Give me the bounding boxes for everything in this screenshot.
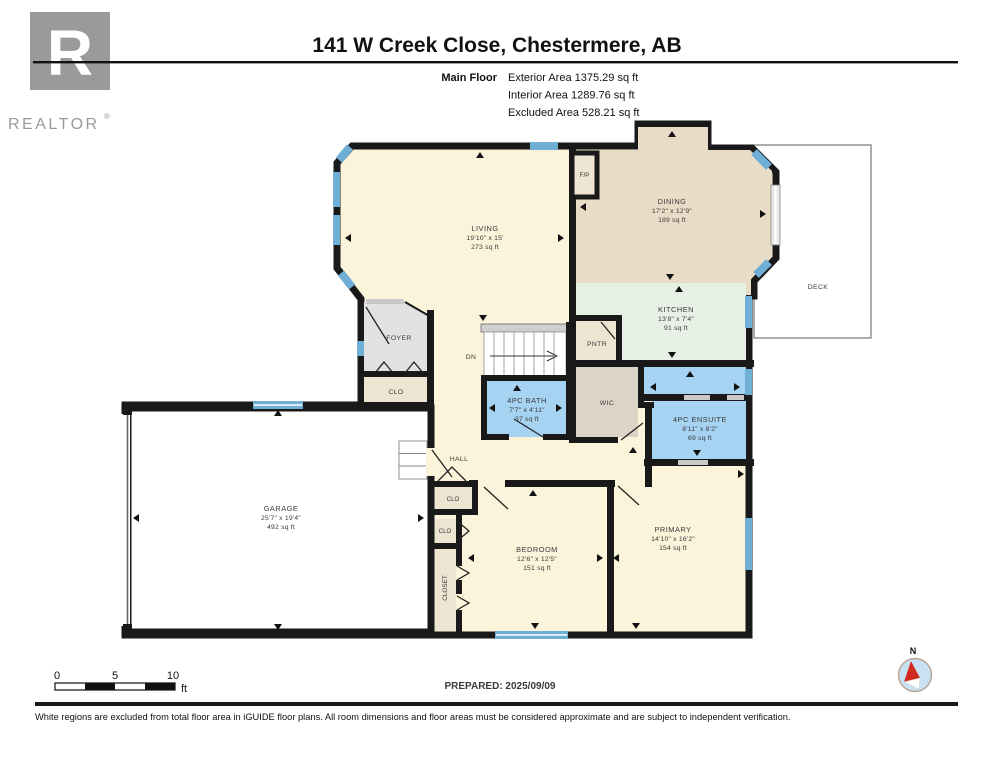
room-labels: LIVING 19'10" x 15' 273 sq ft DINING 17'… — [261, 197, 727, 601]
clo-foyer-label: CLO — [388, 389, 403, 396]
ensuite-fill — [652, 401, 746, 459]
svg-text:154 sq ft: 154 sq ft — [659, 545, 687, 552]
garage — [120, 404, 435, 636]
pntr-label: PNTR — [587, 341, 607, 348]
svg-text:492 sq ft: 492 sq ft — [267, 524, 295, 531]
clo-small-fill — [434, 519, 456, 543]
scale-tick-10: 10 — [167, 670, 179, 682]
dimension-arrows — [133, 131, 766, 630]
fireplace-label: F/P — [580, 172, 590, 179]
svg-text:7'7" x 4'11": 7'7" x 4'11" — [509, 407, 545, 414]
compass: N — [897, 646, 933, 693]
scale-tick-0: 0 — [54, 670, 60, 682]
deck-label: DECK — [808, 284, 829, 291]
wic-fill — [576, 367, 638, 437]
foyer-angle-wall — [404, 301, 432, 318]
realtor-logo-letter: R — [47, 17, 93, 89]
compass-needle-south — [903, 677, 921, 690]
doors — [365, 306, 644, 611]
garage-hall-opening — [426, 448, 435, 476]
dining-label: DINING 17'2" x 12'9" 189 sq ft — [652, 197, 692, 224]
svg-text:12'6" x 12'5": 12'6" x 12'5" — [517, 556, 557, 563]
interior-walls — [358, 146, 754, 635]
ensuite-upper-fill — [644, 367, 746, 395]
hall-label: HALL — [450, 456, 469, 463]
svg-text:4PC ENSUITE: 4PC ENSUITE — [673, 415, 727, 424]
pntr-fill — [576, 321, 616, 362]
stairs-dn-label: DN — [466, 354, 477, 361]
bedroom-label: BEDROOM 12'6" x 12'5" 151 sq ft — [516, 545, 558, 572]
living-label: LIVING 19'10" x 15' 273 sq ft — [466, 224, 503, 251]
dining-room-fill — [576, 127, 772, 295]
stat-exterior: Exterior Area 1375.29 sq ft — [508, 72, 638, 84]
primary-label: PRIMARY 14'10" x 16'2" 154 sq ft — [651, 525, 695, 552]
svg-text:LIVING: LIVING — [471, 224, 498, 233]
svg-text:PRIMARY: PRIMARY — [654, 525, 691, 534]
svg-text:4PC BATH: 4PC BATH — [507, 396, 547, 405]
closet-fill — [434, 549, 456, 631]
prepared-date: PREPARED: 2025/09/09 — [445, 681, 556, 692]
closet-label: CLOSET — [442, 575, 449, 601]
realtor-logo-reg: ® — [104, 112, 110, 121]
svg-text:91 sq ft: 91 sq ft — [664, 325, 688, 332]
scale-unit: ft — [181, 683, 187, 695]
clo-hall-label: CLO — [447, 496, 460, 503]
svg-text:13'8" x 7'4": 13'8" x 7'4" — [658, 316, 694, 323]
page-title: 141 W Creek Close, Chestermere, AB — [312, 34, 681, 57]
footer-rule — [35, 702, 958, 706]
garage-label: GARAGE 25'7" x 19'4" 492 sq ft — [261, 504, 301, 531]
ensuite-label: 4PC ENSUITE 8'11" x 8'2" 69 sq ft — [673, 415, 727, 442]
kitchen-label: KITCHEN 13'8" x 7'4" 91 sq ft — [658, 305, 694, 332]
header: R REALTOR ® 141 W Creek Close, Chesterme… — [8, 12, 958, 133]
stairs-down: DN — [466, 323, 573, 379]
svg-text:19'10" x 15': 19'10" x 15' — [466, 235, 503, 242]
fireplace: F/P — [569, 150, 600, 200]
svg-text:37 sq ft: 37 sq ft — [515, 416, 539, 423]
clo-foyer-fill — [364, 377, 428, 403]
stat-excluded: Excluded Area 528.21 sq ft — [508, 107, 639, 119]
realtor-logo-text: REALTOR — [8, 116, 100, 133]
clo-small-label: CLO — [439, 528, 452, 535]
floor-label: Main Floor — [441, 72, 497, 84]
compass-north-label: N — [910, 646, 917, 656]
svg-text:69 sq ft: 69 sq ft — [688, 435, 712, 442]
scale-tick-5: 5 — [112, 670, 118, 682]
svg-text:8'11" x 8'2": 8'11" x 8'2" — [682, 426, 718, 433]
svg-text:25'7" x 19'4": 25'7" x 19'4" — [261, 515, 301, 522]
foyer-entry-opening — [366, 299, 404, 304]
svg-text:BEDROOM: BEDROOM — [516, 545, 558, 554]
title-rule — [33, 61, 958, 64]
scale-bar: 0 5 10 ft — [54, 670, 187, 695]
wic-label: WIC — [600, 400, 614, 407]
stat-interior: Interior Area 1289.76 sq ft — [508, 90, 635, 102]
svg-text:151 sq ft: 151 sq ft — [523, 565, 551, 572]
clo-hall-fill — [434, 487, 472, 509]
foyer-label: FOYER — [386, 335, 411, 342]
svg-text:189 sq ft: 189 sq ft — [658, 217, 686, 224]
compass-needle-north — [904, 661, 920, 682]
svg-text:GARAGE: GARAGE — [264, 504, 299, 513]
svg-text:DINING: DINING — [658, 197, 687, 206]
svg-text:14'10" x 16'2": 14'10" x 16'2" — [651, 536, 695, 543]
foyer-fill — [364, 302, 431, 374]
svg-text:273 sq ft: 273 sq ft — [471, 244, 499, 251]
svg-text:17'2" x 12'9": 17'2" x 12'9" — [652, 208, 692, 215]
realtor-logo-icon — [30, 12, 110, 90]
disclaimer-text: White regions are excluded from total fl… — [35, 712, 791, 722]
bath-label: 4PC BATH 7'7" x 4'11" 37 sq ft — [507, 396, 547, 423]
svg-text:KITCHEN: KITCHEN — [658, 305, 694, 314]
windows — [253, 142, 781, 639]
